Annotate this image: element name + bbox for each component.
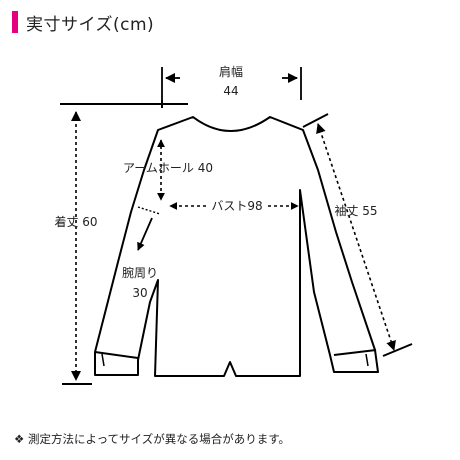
- measurement-note: ❖ 測定方法によってサイズが異なる場合があります。: [14, 432, 291, 446]
- title-accent-bar: [12, 11, 18, 33]
- left-cuff-seam: [101, 353, 105, 367]
- bust-label: バスト98: [211, 199, 262, 213]
- sleeve-dimension-line: [316, 123, 396, 351]
- length-label: 着丈 60: [54, 214, 97, 229]
- sleeve-bottom-guide: [382, 343, 413, 357]
- page-title: 実寸サイズ(cm): [12, 10, 155, 35]
- sleeve-top-guide: [302, 113, 329, 128]
- shoulder-value: 44: [223, 84, 238, 98]
- left-cuff-line: [94, 351, 139, 359]
- sleeve-label: 袖丈 55: [334, 203, 377, 218]
- cuff-dotted-line: [137, 206, 161, 215]
- right-cuff-line: [333, 349, 377, 356]
- shoulder-label: 肩幅: [219, 64, 243, 79]
- cuff-label: 腕周り: [122, 265, 158, 280]
- cuff-value: 30: [132, 286, 147, 300]
- armhole-label: アームホール 40: [123, 161, 213, 175]
- right-cuff-seam: [365, 353, 369, 367]
- garment-outline: [94, 116, 379, 377]
- page-title-text: 実寸サイズ(cm): [26, 14, 155, 35]
- cuff-pointer-arrow: [137, 217, 153, 251]
